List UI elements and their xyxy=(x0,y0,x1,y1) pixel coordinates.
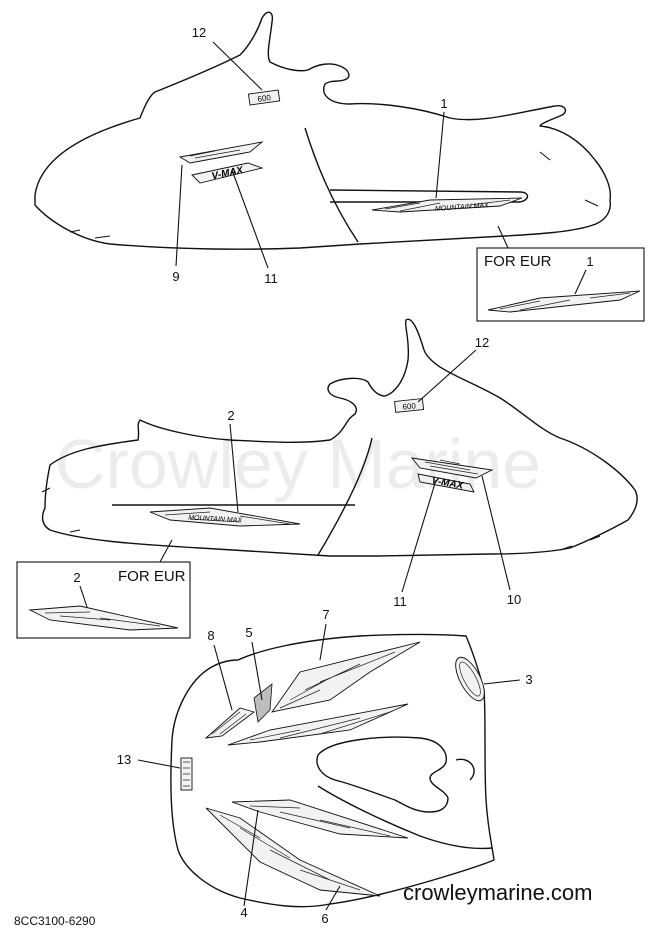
hood-front-view xyxy=(170,633,495,908)
right-view-side-panel xyxy=(317,437,373,556)
vmax-decal-middle: V-MAX xyxy=(410,457,494,493)
callout-7-hood: 7 xyxy=(322,607,329,622)
hood-windshield-cutout xyxy=(316,736,449,813)
callout-11-middle: 11 xyxy=(393,594,407,609)
svg-text:2: 2 xyxy=(73,570,80,585)
mountain-max-stripe-middle: MOUNTAIN MAX xyxy=(149,507,301,527)
right-view-body-outline xyxy=(41,318,638,557)
callout-12-top: 12 xyxy=(192,25,206,40)
svg-text:FOR EUR: FOR EUR xyxy=(118,568,186,585)
callout-11-top: 11 xyxy=(264,271,278,286)
svg-text:MOUNTAIN MAX: MOUNTAIN MAX xyxy=(188,515,243,525)
website-url: crowleymarine.com xyxy=(403,880,593,905)
hood-decal-5 xyxy=(227,683,409,746)
hood-decal-4 xyxy=(231,799,409,839)
snowmobile-left-view: 600 V-MAX MOUNTAIN MAX xyxy=(34,11,612,269)
left-view-side-panel xyxy=(304,127,359,243)
callout-2-middle: 2 xyxy=(227,408,234,423)
hood-inner-cut xyxy=(317,785,493,850)
hood-decal-3-emblem xyxy=(455,656,485,702)
svg-text:600: 600 xyxy=(257,93,272,104)
hood-decal-6 xyxy=(205,807,381,897)
callout-9-top: 9 xyxy=(172,269,179,284)
callout-12-middle: 12 xyxy=(475,335,489,350)
hood-outline xyxy=(170,633,495,908)
left-view-seat-line xyxy=(329,189,529,203)
callout-1-top: 1 xyxy=(440,96,447,111)
eur-box-middle: 2 FOR EUR xyxy=(16,561,191,639)
svg-text:600: 600 xyxy=(402,401,417,411)
hood-decal-8 xyxy=(204,707,255,739)
callout-5-hood: 5 xyxy=(245,625,252,640)
left-view-body-outline xyxy=(34,11,612,250)
vmax-decal-top: V-MAX xyxy=(178,141,264,184)
callout-10-middle: 10 xyxy=(507,592,521,607)
callout-6-hood: 6 xyxy=(321,911,328,926)
eur-box-top: FOR EUR 1 xyxy=(476,247,645,322)
callout-3-hood: 3 xyxy=(525,672,532,687)
svg-text:FOR EUR: FOR EUR xyxy=(484,253,552,270)
snowmobile-right-view: 600 V-MAX MOUNTAIN MAX xyxy=(41,318,638,593)
hood-decal-7 xyxy=(270,641,421,713)
mountain-max-stripe-top: MOUNTAIN MAX xyxy=(371,197,523,213)
hood-decal-13 xyxy=(180,757,193,791)
svg-text:1: 1 xyxy=(586,254,593,269)
callout-13-hood: 13 xyxy=(117,752,131,767)
watermark-text: Crowley Marine xyxy=(55,425,541,503)
diagram-code: 8CC3100-6290 xyxy=(14,914,96,928)
svg-text:V-MAX: V-MAX xyxy=(211,165,246,183)
badge-600-top: 600 xyxy=(247,89,281,106)
badge-600-middle: 600 xyxy=(394,398,425,413)
callout-4-hood: 4 xyxy=(240,905,247,920)
svg-text:MOUNTAIN MAX: MOUNTAIN MAX xyxy=(435,202,490,213)
callout-8-hood: 8 xyxy=(207,628,214,643)
